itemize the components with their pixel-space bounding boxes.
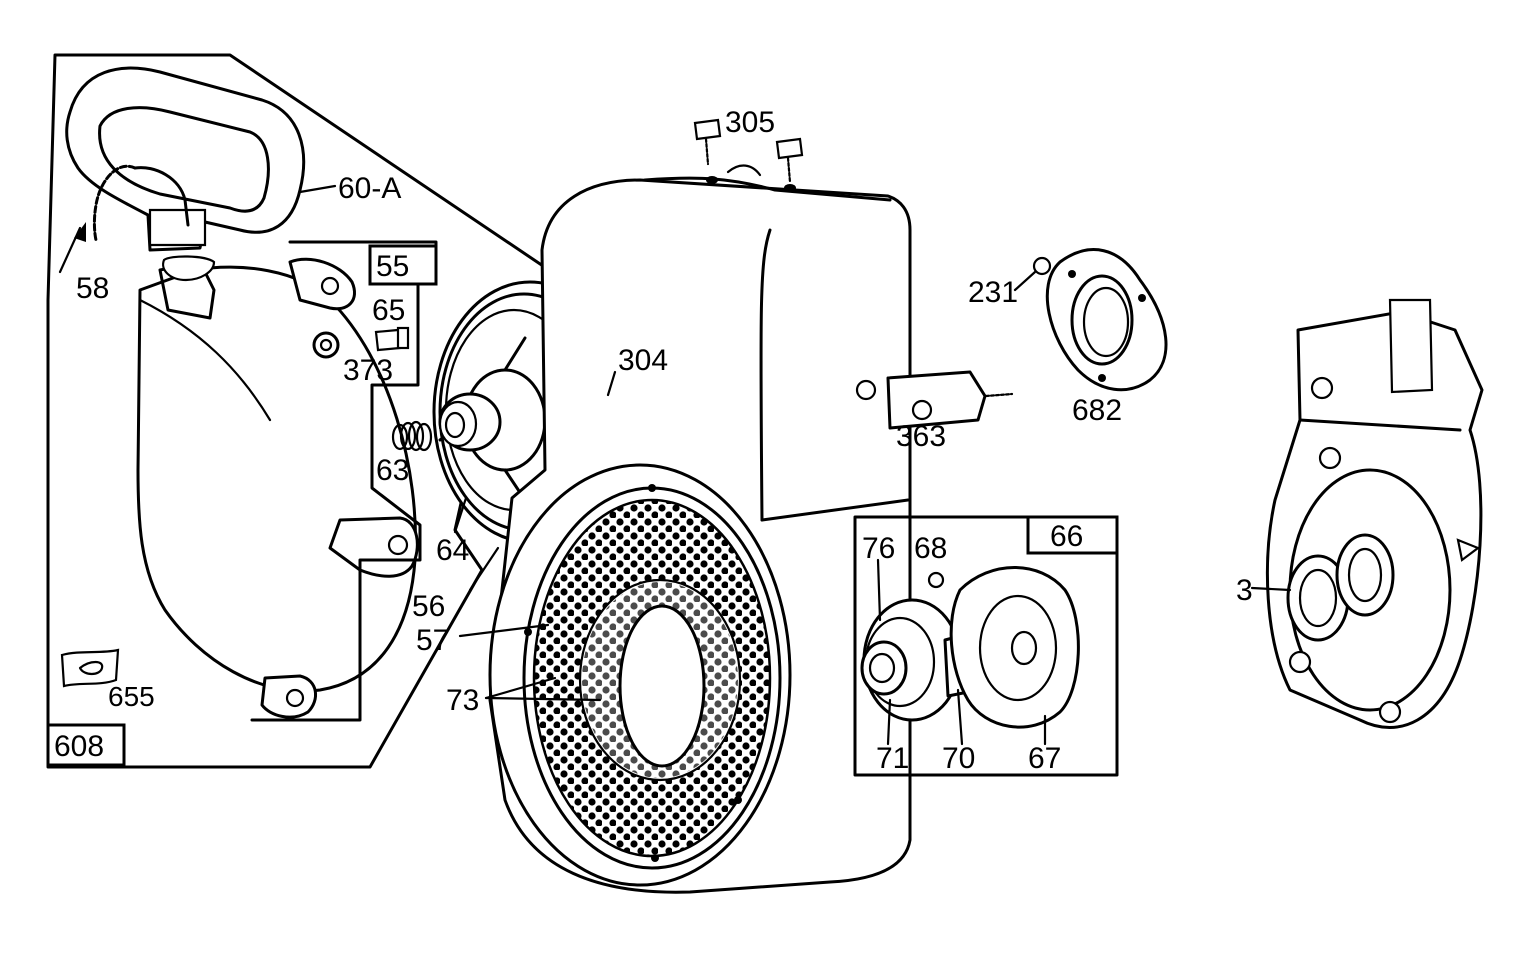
callout-65: 65	[372, 294, 405, 327]
callout-231: 231	[968, 276, 1018, 309]
rotating-screen	[488, 463, 792, 887]
callout-304: 304	[618, 344, 668, 377]
leader-lines	[298, 184, 1292, 746]
callout-63: 63	[376, 454, 409, 487]
callout-608: 608	[54, 730, 104, 763]
callout-labels: 305 60-A 58 55 65 373 63 304 64 56 57 73…	[46, 106, 1253, 775]
crankcase-cover	[1265, 298, 1484, 729]
callout-655: 655	[108, 681, 155, 712]
callout-67: 67	[1028, 742, 1061, 775]
cover-plate-682	[1032, 248, 1168, 392]
callout-373: 373	[343, 354, 393, 387]
callout-64: 64	[436, 534, 469, 567]
nut-373	[312, 331, 340, 359]
screw-65	[374, 326, 410, 352]
starter-housing	[136, 255, 418, 693]
callout-3: 3	[1236, 574, 1253, 607]
callout-76: 76	[862, 532, 895, 565]
callout-66: 66	[1050, 520, 1083, 553]
callout-58: 58	[76, 272, 109, 305]
decal-655	[60, 648, 120, 688]
callout-57: 57	[416, 624, 449, 657]
spring-63	[391, 420, 433, 452]
callout-60a: 60-A	[338, 172, 401, 205]
callout-70: 70	[942, 742, 975, 775]
starter-mounting-ears	[260, 257, 419, 719]
callout-305: 305	[725, 106, 775, 139]
kit-55-outline	[250, 240, 438, 722]
kit-66-outline	[853, 515, 1119, 777]
screws-305	[693, 118, 804, 192]
callout-363: 363	[896, 420, 946, 453]
callout-68: 68	[914, 532, 947, 565]
air-vane-363	[855, 370, 1014, 430]
starter-rope	[58, 164, 190, 274]
callout-682: 682	[1072, 394, 1122, 427]
starter-handle	[65, 66, 306, 252]
kit-66-parts	[860, 566, 1080, 729]
callout-71: 71	[876, 742, 909, 775]
callout-55: 55	[376, 250, 409, 283]
callout-56: 56	[412, 590, 445, 623]
callout-73: 73	[446, 684, 479, 717]
